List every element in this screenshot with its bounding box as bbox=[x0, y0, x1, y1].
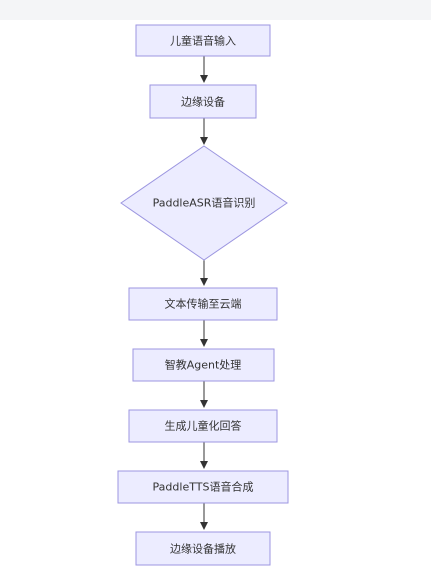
flow-node-8: 边缘设备播放 bbox=[135, 531, 271, 566]
flow-node-6: 生成儿童化回答 bbox=[128, 409, 278, 443]
flow-node-7: PaddleTTS语音合成 bbox=[117, 470, 289, 504]
flow-node-3-decision: PaddleASR语音识别 bbox=[120, 145, 288, 261]
flow-node-4: 文本传输至云端 bbox=[128, 287, 278, 321]
node-label: 儿童语音输入 bbox=[170, 34, 236, 48]
node-label: PaddleTTS语音合成 bbox=[153, 480, 254, 494]
node-label: 文本传输至云端 bbox=[165, 297, 242, 311]
node-label: 边缘设备 bbox=[181, 95, 225, 109]
node-label: 边缘设备播放 bbox=[170, 542, 236, 556]
node-label: 智教Agent处理 bbox=[165, 358, 242, 372]
flow-node-2: 边缘设备 bbox=[149, 84, 257, 119]
flow-node-1: 儿童语音输入 bbox=[135, 24, 271, 57]
flow-node-5: 智教Agent处理 bbox=[132, 348, 275, 382]
node-label: 生成儿童化回答 bbox=[165, 419, 242, 433]
node-label: PaddleASR语音识别 bbox=[153, 196, 256, 210]
top-toolbar-strip bbox=[0, 0, 431, 20]
